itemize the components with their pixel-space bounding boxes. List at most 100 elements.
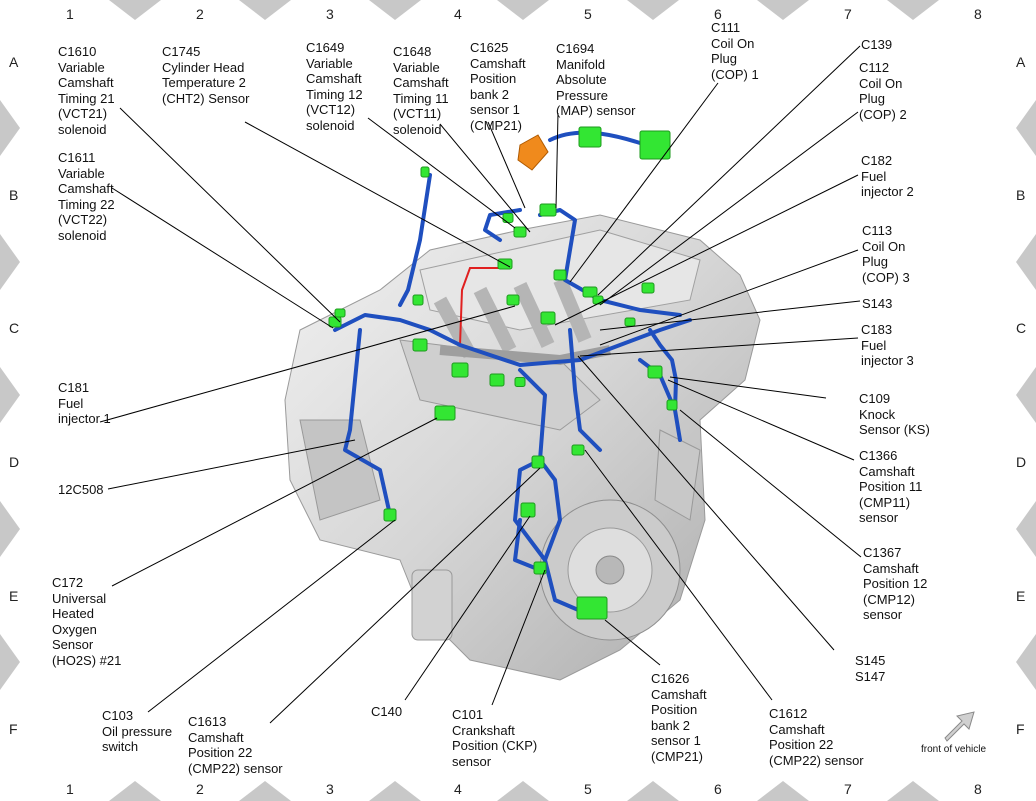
connector-shape: [553, 269, 567, 281]
grid-marker: [369, 781, 421, 801]
engine-illustration: [284, 214, 761, 681]
connector-shape: [334, 308, 346, 318]
grid-column-label: 1: [66, 6, 74, 22]
grid-marker: [239, 781, 291, 801]
connector-shape: [578, 126, 602, 148]
grid-column-label: 8: [974, 6, 982, 22]
connector-shape: [531, 455, 545, 469]
connector-shape: [451, 362, 469, 378]
grid-column-label: 5: [584, 781, 592, 797]
grid-marker: [1016, 634, 1036, 690]
grid-marker: [887, 781, 939, 801]
connector-shape: [520, 502, 536, 518]
label-c109: C109 Knock Sensor (KS): [859, 391, 930, 437]
grid-marker: [1016, 100, 1036, 156]
leader-c1613: [269, 467, 541, 724]
leader-c1625: [487, 121, 526, 209]
green-connectors: [328, 126, 678, 620]
connector-shape: [502, 213, 514, 223]
connector-shape: [624, 317, 636, 327]
grid-row-label: F: [9, 721, 18, 737]
grid-column-label: 3: [326, 781, 334, 797]
grid-marker: [0, 234, 20, 290]
label-c1612: C1612 Camshaft Position 22 (CMP22) senso…: [769, 706, 864, 768]
connector-shape: [412, 338, 428, 352]
leader-c111: [569, 82, 719, 283]
leader-c1367: [679, 409, 862, 558]
label-c112: C112 Coil On Plug (COP) 2: [859, 60, 907, 122]
connector-shape: [514, 377, 526, 387]
label-c182: C182 Fuel injector 2: [861, 153, 914, 199]
grid-marker: [369, 0, 421, 20]
grid-marker: [757, 781, 809, 801]
connector-shape: [328, 316, 342, 328]
label-12c508: 12C508: [58, 482, 104, 497]
grid-column-label: 3: [326, 6, 334, 22]
grid-row-label: D: [1016, 454, 1027, 470]
grid-marker: [239, 0, 291, 20]
label-c172: C172 Universal Heated Oxygen Sensor (HO2…: [52, 575, 122, 668]
label-c183: C183 Fuel injector 3: [861, 322, 914, 368]
grid-marker: [627, 0, 679, 20]
connector-shape: [420, 166, 430, 178]
label-c1626: C1626 Camshaft Position bank 2 sensor 1 …: [651, 671, 707, 764]
connector-shape: [489, 373, 505, 387]
connector-shape: [533, 561, 547, 575]
grid-column-label: 6: [714, 6, 722, 22]
grid-marker: [0, 100, 20, 156]
leader-lines: [99, 45, 862, 724]
grid-row-label: A: [9, 54, 19, 70]
grid-marker: [627, 781, 679, 801]
leader-c181: [99, 305, 516, 423]
grid-row-label: D: [9, 454, 20, 470]
leader-12c508: [107, 439, 356, 490]
connector-shape: [647, 365, 663, 379]
grid-column-label: 6: [714, 781, 722, 797]
label-s145: S145 S147: [855, 653, 886, 684]
label-c1366: C1366 Camshaft Position 11 (CMP11) senso…: [859, 448, 923, 525]
leader-c109: [669, 376, 827, 399]
connector-shape: [506, 294, 520, 306]
grid-row-label: B: [9, 187, 19, 203]
connector-shape: [666, 399, 678, 411]
grid-marker: [887, 0, 939, 20]
leader-c1611: [111, 187, 334, 329]
connector-shape: [576, 596, 608, 620]
label-c181: C181 Fuel injector 1: [58, 380, 111, 426]
connector-shape: [513, 226, 527, 238]
leader-c1610: [119, 107, 341, 323]
leader-c1649: [367, 117, 516, 229]
grid-column-label: 2: [196, 781, 204, 797]
leader-c182: [554, 174, 859, 326]
label-c139: C139: [861, 37, 893, 52]
label-c1625: C1625 Camshaft Position bank 2 sensor 1 …: [470, 40, 526, 133]
grid-column-label: 5: [584, 6, 592, 22]
grid-marker: [0, 367, 20, 423]
label-c1613: C1613 Camshaft Position 22 (CMP22) senso…: [188, 714, 283, 776]
connector-shape: [641, 282, 655, 294]
connector-shape: [540, 311, 556, 325]
label-c103: C103 Oil pressure switch: [102, 708, 173, 754]
grid-marker: [109, 0, 161, 20]
grid-marker: [497, 0, 549, 20]
orange-bracket: [517, 134, 549, 171]
leader-c183: [579, 337, 859, 357]
leader-c1745: [244, 121, 511, 268]
label-c1648: C1648 Variable Camshaft Timing 11 (VCT11…: [393, 44, 449, 137]
grid-marker: [757, 0, 809, 20]
connector-shape: [412, 294, 424, 306]
connector-shape: [571, 444, 585, 456]
grid-marker: [1016, 367, 1036, 423]
grid-marker: [497, 781, 549, 801]
grid-marker: [0, 634, 20, 690]
grid-marker: [1016, 234, 1036, 290]
connector-shape: [539, 203, 557, 217]
leader-c112: [599, 111, 859, 306]
leader-c1612: [584, 449, 773, 701]
grid-marker: [0, 501, 20, 557]
connector-shape: [582, 286, 598, 298]
grid-column-label: 7: [844, 781, 852, 797]
label-c140: C140: [371, 704, 403, 719]
